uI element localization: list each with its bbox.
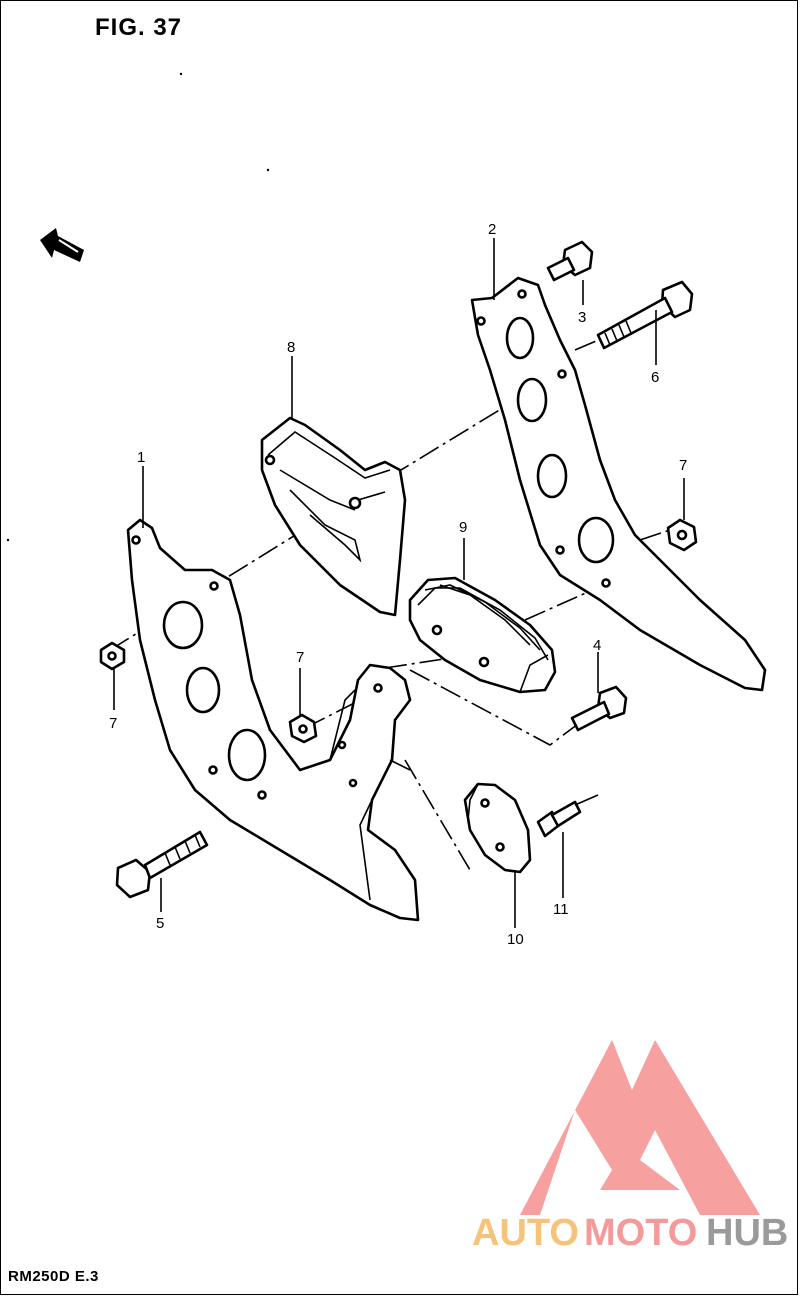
- part-7-nut-a: [99, 641, 126, 671]
- callouts: 1 2 3 4 5 6 7 7 7 8 9 10 11: [109, 221, 687, 948]
- watermark-hub: HUB: [706, 1212, 788, 1254]
- callout-1: 1: [137, 449, 145, 466]
- watermark-logo: AUTO MOTO HUB: [472, 1040, 788, 1254]
- part-8-spacer-block: [260, 416, 407, 617]
- watermark-moto: MOTO: [584, 1212, 697, 1254]
- figure-title: FIG. 37: [95, 14, 183, 41]
- part-7-nut-b: [288, 713, 318, 744]
- callout-7-right: 7: [679, 457, 687, 474]
- part-9-rubber-cushion: [408, 576, 557, 694]
- part-10-plate: [463, 782, 532, 874]
- part-1-left-plate: [126, 518, 420, 922]
- callout-3: 3: [578, 309, 586, 326]
- leader-lines: [113, 238, 685, 928]
- part-6-long-bolt: [596, 280, 694, 350]
- watermark-auto: AUTO: [472, 1212, 579, 1254]
- callout-11: 11: [553, 901, 569, 918]
- part-11-rivet: [536, 794, 599, 838]
- part-3-bolt: [546, 240, 594, 282]
- part-2-right-plate: [470, 276, 767, 692]
- part-5-long-bolt: [115, 830, 209, 899]
- callout-7-left: 7: [109, 715, 117, 732]
- model-code: RM250D E.3: [8, 1268, 99, 1285]
- callout-9: 9: [459, 519, 467, 536]
- callout-2: 2: [488, 221, 496, 238]
- callout-4: 4: [593, 637, 601, 654]
- callout-5: 5: [156, 915, 164, 932]
- watermark-triangle-icon: [520, 1040, 760, 1215]
- callout-7-center: 7: [296, 649, 304, 666]
- callout-10: 10: [507, 931, 524, 948]
- callout-8: 8: [287, 339, 295, 356]
- part-7-nut-c: [666, 518, 698, 552]
- front-arrow-icon: [40, 228, 84, 262]
- callout-6: 6: [651, 369, 659, 386]
- part-4-bolt: [570, 685, 628, 732]
